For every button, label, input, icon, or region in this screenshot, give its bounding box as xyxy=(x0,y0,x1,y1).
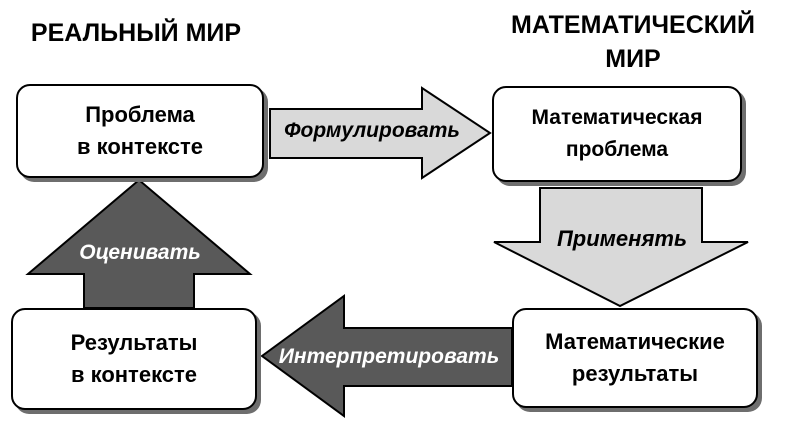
apply-arrow xyxy=(493,187,749,308)
math-results-label: Математические результаты xyxy=(545,329,725,386)
results-in-context-box: Результаты в контексте xyxy=(11,308,257,410)
interpret-arrow xyxy=(260,294,513,418)
math-results-box: Математические результаты xyxy=(512,308,758,408)
heading-math-world: МАТЕМАТИЧЕСКИЙ МИР xyxy=(511,11,755,73)
formulate-label: Формулировать xyxy=(284,119,460,142)
problem-in-context-box: Проблема в контексте xyxy=(16,84,264,178)
evaluate-arrow xyxy=(25,178,253,309)
math-problem-label: Математическая проблема xyxy=(531,106,703,161)
formulate-arrow xyxy=(269,86,492,180)
math-problem-box: Математическая проблема xyxy=(492,86,742,182)
results-in-context-label: Результаты в контексте xyxy=(70,330,198,387)
interpret-label: Интерпретировать xyxy=(278,345,500,368)
problem-in-context-label: Проблема в контексте xyxy=(76,102,204,159)
heading-real-world: РЕАЛЬНЫЙ МИР xyxy=(30,19,242,47)
apply-label: Применять xyxy=(556,226,688,251)
evaluate-label: Оценивать xyxy=(79,241,201,264)
